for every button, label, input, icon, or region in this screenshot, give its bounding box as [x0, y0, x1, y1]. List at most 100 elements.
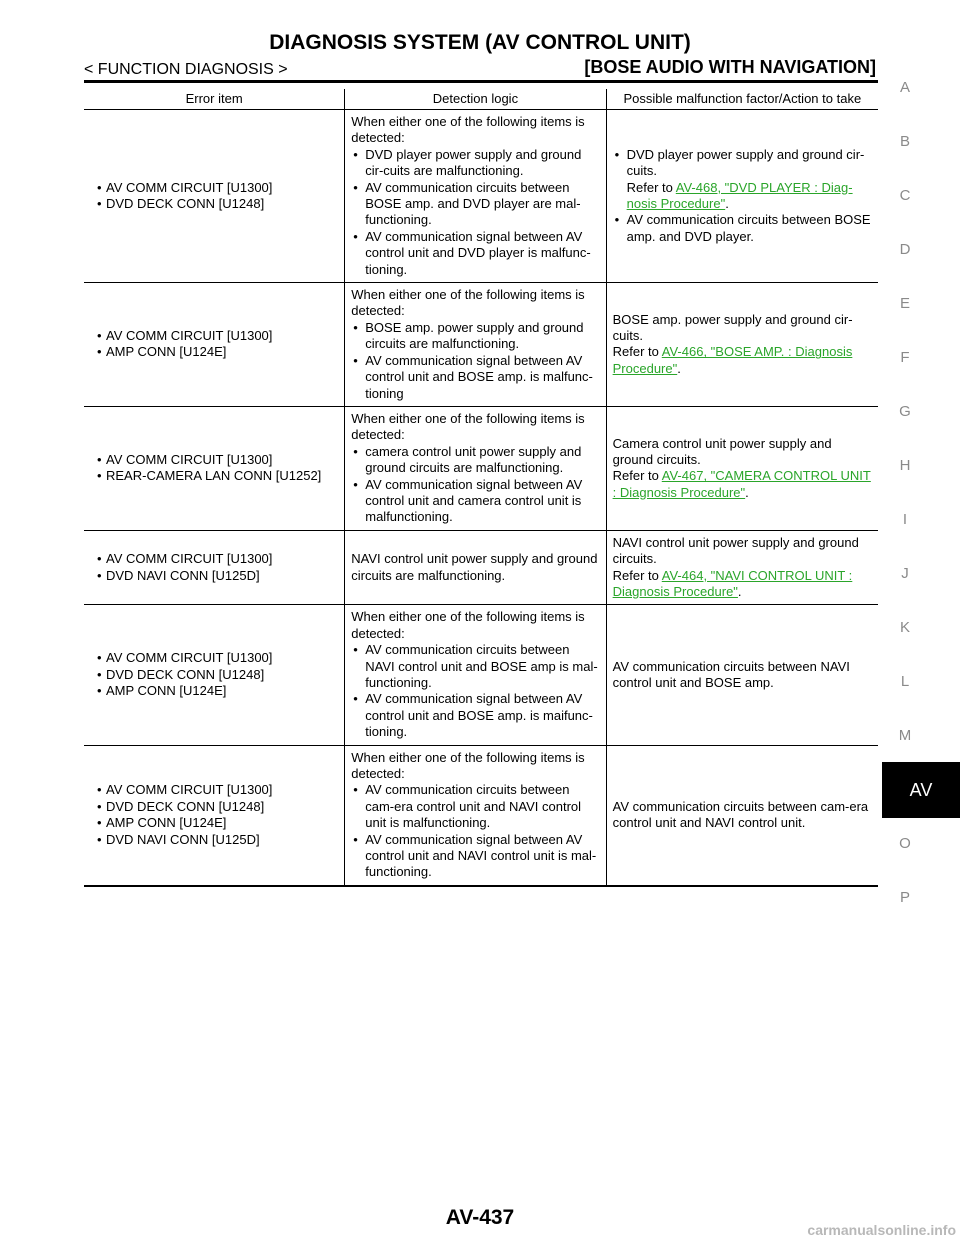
error-item: AMP CONN [U124E]	[90, 683, 338, 700]
detection-logic-cell: When either one of the following items i…	[344, 109, 607, 284]
side-index-item[interactable]: F	[900, 349, 910, 366]
action-item: AV communication circuits between BOSE a…	[613, 212, 872, 245]
side-index-item[interactable]: P	[899, 889, 910, 906]
reference-link[interactable]: AV-467, "CAMERA CONTROL UNIT : Diagnosis…	[612, 468, 871, 500]
action-text: DVD player power supply and ground cir-c…	[626, 146, 865, 179]
logic-item: camera control unit power supply and gro…	[351, 444, 599, 477]
watermark: carmanualsonline.info	[807, 1222, 956, 1238]
error-item: AV COMM CIRCUIT [U1300]	[90, 551, 338, 568]
column-header-error-item: Error item	[84, 89, 346, 110]
column-header-detection-logic: Detection logic	[344, 89, 607, 110]
logic-item: BOSE amp. power supply and ground circui…	[351, 320, 599, 353]
refer-text: Refer to	[612, 567, 662, 583]
error-item: DVD DECK CONN [U1248]	[90, 196, 338, 213]
error-item: AMP CONN [U124E]	[90, 344, 338, 361]
logic-item: AV communication signal between AV contr…	[351, 477, 599, 526]
action-text: Camera control unit power supply and gro…	[612, 435, 832, 467]
error-item: DVD NAVI CONN [U125D]	[90, 832, 338, 849]
page-number: AV-437	[445, 1206, 515, 1229]
reference-link[interactable]: AV-464, "NAVI CONTROL UNIT : Diagnosis P…	[612, 567, 853, 599]
side-index-item[interactable]: K	[899, 619, 910, 636]
error-item: REAR-CAMERA LAN CONN [U1252]	[90, 468, 338, 485]
action-cell: BOSE amp. power supply and ground cir-cu…	[606, 282, 878, 407]
table-row: AV COMM CIRCUIT [U1300] DVD DECK CONN [U…	[84, 745, 878, 887]
logic-intro: When either one of the following items i…	[351, 749, 585, 782]
side-index-item[interactable]: C	[899, 187, 911, 204]
table-row: AV COMM CIRCUIT [U1300] REAR-CAMERA LAN …	[84, 406, 878, 531]
side-index-item[interactable]: J	[901, 565, 909, 582]
action-cell: DVD player power supply and ground cir-c…	[606, 109, 878, 284]
diagnosis-table: Error item Detection logic Possible malf…	[84, 89, 878, 887]
detection-logic-cell: NAVI control unit power supply and groun…	[344, 530, 607, 606]
action-text: NAVI control unit power supply and groun…	[612, 534, 859, 567]
detection-logic-cell: When either one of the following items i…	[344, 282, 607, 407]
refer-end: .	[725, 196, 729, 212]
error-item: AV COMM CIRCUIT [U1300]	[90, 328, 338, 345]
table-header-row: Error item Detection logic Possible malf…	[84, 89, 878, 110]
error-item: AV COMM CIRCUIT [U1300]	[90, 782, 338, 799]
side-index-item[interactable]: A	[899, 79, 910, 96]
side-index-item[interactable]: M	[898, 727, 912, 744]
detection-logic-cell: When either one of the following items i…	[344, 745, 607, 887]
table-row: AV COMM CIRCUIT [U1300] AMP CONN [U124E]…	[84, 282, 878, 407]
refer-text: Refer to	[612, 468, 662, 484]
refer-text: Refer to	[612, 344, 662, 360]
action-cell: Camera control unit power supply and gro…	[606, 406, 878, 531]
logic-item: AV communication signal between AV contr…	[351, 229, 599, 278]
section-label: < FUNCTION DIAGNOSIS >	[84, 61, 288, 78]
error-item: AV COMM CIRCUIT [U1300]	[90, 180, 338, 197]
logic-intro: When either one of the following items i…	[351, 410, 585, 443]
logic-item: DVD player power supply and ground cir-c…	[351, 147, 599, 180]
side-index-item[interactable]: I	[902, 511, 908, 528]
side-index-item[interactable]: E	[899, 295, 910, 312]
side-index-item[interactable]: D	[899, 241, 911, 258]
error-item-cell: AV COMM CIRCUIT [U1300] AMP CONN [U124E]	[84, 282, 346, 407]
action-cell: NAVI control unit power supply and groun…	[606, 530, 878, 606]
logic-item: AV communication signal between AV contr…	[351, 353, 599, 402]
reference-link[interactable]: AV-466, "BOSE AMP. : Diagnosis Procedure…	[612, 344, 853, 376]
side-index-item[interactable]: B	[899, 133, 910, 150]
logic-item: AV communication circuits between NAVI c…	[351, 642, 599, 691]
side-index-item[interactable]: H	[899, 457, 911, 474]
side-index-item[interactable]: L	[900, 673, 910, 690]
error-item: DVD NAVI CONN [U125D]	[90, 568, 338, 585]
column-header-action: Possible malfunction factor/Action to ta…	[606, 89, 878, 110]
logic-intro: When either one of the following items i…	[351, 114, 585, 146]
error-item-cell: AV COMM CIRCUIT [U1300] DVD DECK CONN [U…	[84, 745, 346, 887]
error-item-cell: AV COMM CIRCUIT [U1300] DVD DECK CONN [U…	[84, 604, 346, 746]
side-index-item[interactable]: G	[899, 403, 911, 420]
logic-item: AV communication signal between AV contr…	[351, 691, 599, 740]
action-cell: AV communication circuits between NAVI c…	[606, 604, 878, 746]
action-text: BOSE amp. power supply and ground cir-cu…	[612, 311, 853, 344]
side-index: A B C D E F G H I J K L M AV O P	[882, 72, 960, 936]
refer-end: .	[677, 360, 681, 376]
table-row: AV COMM CIRCUIT [U1300] DVD DECK CONN [U…	[84, 109, 878, 284]
action-item: DVD player power supply and ground cir-c…	[613, 147, 872, 213]
error-item-cell: AV COMM CIRCUIT [U1300] DVD NAVI CONN [U…	[84, 530, 346, 606]
logic-intro: When either one of the following items i…	[351, 287, 585, 319]
refer-end: .	[737, 583, 742, 599]
error-item-cell: AV COMM CIRCUIT [U1300] REAR-CAMERA LAN …	[84, 406, 346, 531]
error-item: AV COMM CIRCUIT [U1300]	[90, 650, 338, 667]
action-cell: AV communication circuits between cam-er…	[606, 745, 878, 887]
error-item-cell: AV COMM CIRCUIT [U1300] DVD DECK CONN [U…	[84, 109, 346, 284]
error-item: DVD DECK CONN [U1248]	[90, 667, 338, 684]
refer-text: Refer to	[626, 179, 676, 195]
side-index-item-active[interactable]: AV	[882, 762, 960, 818]
reference-link[interactable]: AV-468, "DVD PLAYER : Diag-nosis Procedu…	[626, 179, 853, 212]
logic-item: AV communication signal between AV contr…	[351, 832, 599, 881]
error-item: DVD DECK CONN [U1248]	[90, 799, 338, 816]
table-row: AV COMM CIRCUIT [U1300] DVD NAVI CONN [U…	[84, 530, 878, 606]
table-row: AV COMM CIRCUIT [U1300] DVD DECK CONN [U…	[84, 604, 878, 746]
logic-intro: When either one of the following items i…	[351, 609, 585, 641]
refer-end: .	[745, 484, 749, 500]
side-index-item[interactable]: O	[899, 835, 911, 852]
header-rule	[84, 80, 878, 83]
logic-item: AV communication circuits between BOSE a…	[351, 180, 599, 229]
page-title: DIAGNOSIS SYSTEM (AV CONTROL UNIT)	[269, 31, 691, 54]
error-item: AMP CONN [U124E]	[90, 815, 338, 832]
logic-item: AV communication circuits between cam-er…	[351, 782, 599, 831]
detection-logic-cell: When either one of the following items i…	[344, 406, 607, 531]
system-label: [BOSE AUDIO WITH NAVIGATION]	[584, 57, 876, 77]
detection-logic-cell: When either one of the following items i…	[344, 604, 607, 746]
